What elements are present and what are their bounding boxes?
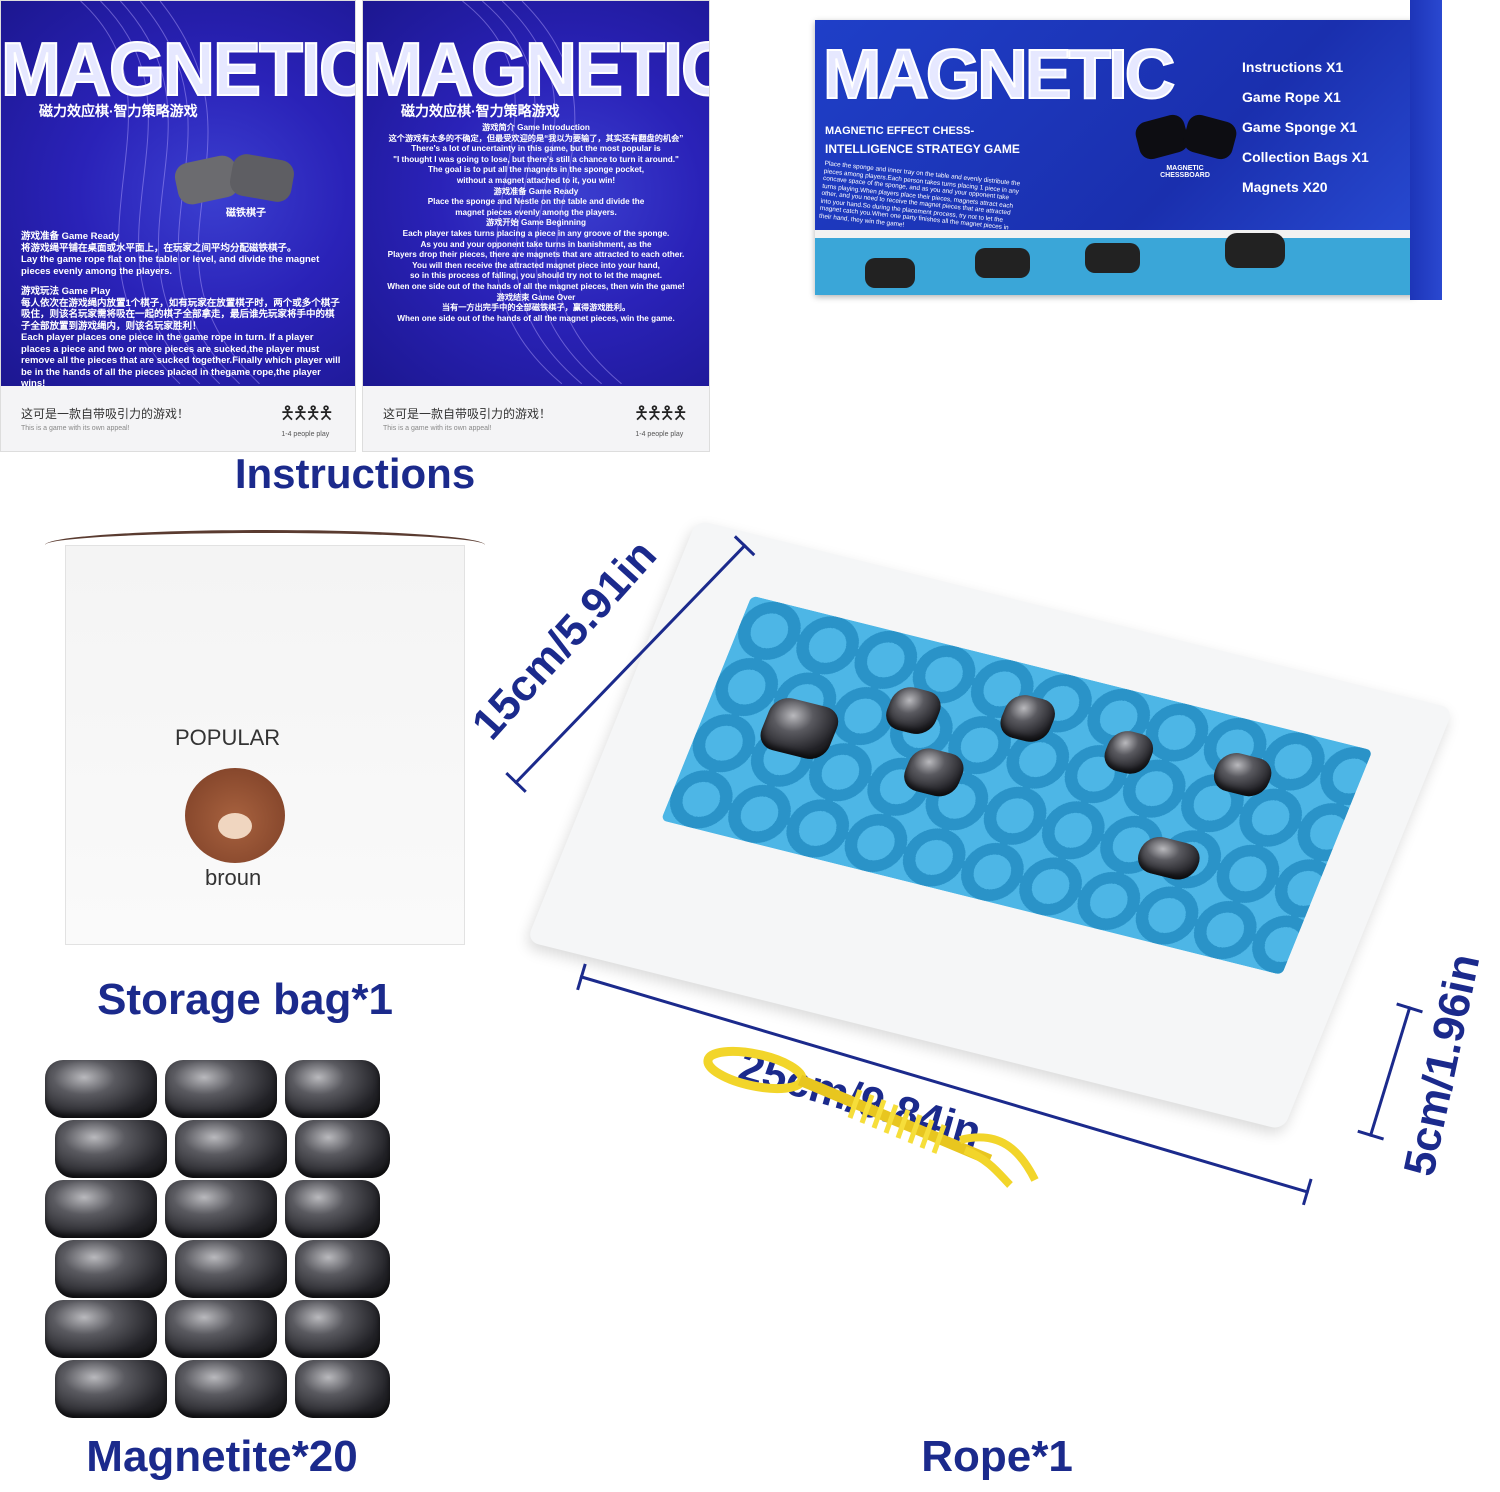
magnetite-piece: [55, 1120, 167, 1178]
magnetic-logo: MAGNETIC: [1, 27, 355, 113]
magnetite-piece: [55, 1240, 167, 1298]
box-sponge-window: [815, 230, 1415, 295]
wave-lines-decoration: [462, 1, 622, 384]
magnet-image: [1180, 112, 1240, 162]
magnetite-piece: [175, 1120, 287, 1178]
magnetite-piece: [165, 1060, 277, 1118]
section-text-en: Each player places one piece in the game…: [21, 332, 341, 386]
magnetite-piece: [295, 1240, 390, 1298]
product-box: MAGNETIC MAGNETIC EFFECT CHESS- INTELLIG…: [815, 20, 1415, 295]
people-icon: 🯅🯅🯅🯅: [633, 403, 688, 423]
magnetic-logo: MAGNETIC: [363, 27, 709, 113]
drawstring: [45, 530, 485, 560]
box-subtitle-2: INTELLIGENCE STRATEGY GAME: [825, 142, 1020, 156]
magnetite-piece: [295, 1120, 390, 1178]
footer-en: This is a game with its own appeal!: [21, 425, 130, 432]
contents-item: Collection Bags X1: [1242, 149, 1369, 165]
magnetite-piece: [285, 1060, 380, 1118]
bag-body: [65, 545, 465, 945]
box-side-panel: [1410, 0, 1442, 300]
storage-bag-image: POPULAR broun: [45, 530, 485, 950]
subtitle-cn: 磁力效应棋·智力策略游戏: [39, 103, 198, 119]
game-rope-image: [703, 1046, 1039, 1188]
players-badge: 🯅🯅🯅🯅 1-4 people play: [279, 401, 334, 438]
instruction-sheet-front: MAGNETIC 磁力效应棋·智力策略游戏 磁铁棋子 游戏准备 Game Rea…: [0, 0, 356, 452]
magnetite-piece: [285, 1180, 380, 1238]
magnetite-label: Magnetite*20: [86, 1432, 358, 1481]
box-contents-list: Instructions X1 Game Rope X1 Game Sponge…: [1242, 52, 1369, 202]
chessboard-caption: MAGNETIC CHESSBOARD: [1160, 165, 1210, 179]
bag-brand-text: POPULAR: [175, 725, 281, 750]
section-heading: 游戏玩法 Game Play: [21, 286, 111, 297]
section-text-en: Lay the game rope flat on the table or l…: [21, 254, 320, 277]
game-play-section: 游戏玩法 Game Play 每人依次在游戏绳内放置1个棋子，如有玩家在放置棋子…: [21, 286, 341, 386]
magnetite-piece: [45, 1180, 157, 1238]
footer-cn: 这可是一款自带吸引力的游戏！: [383, 407, 552, 421]
magnetite-piece: [285, 1300, 380, 1358]
height-dimension-text: 5cm/1.96in: [1394, 949, 1490, 1181]
magnetite-piece: [165, 1300, 277, 1358]
subtitle-cn: 磁力效应棋·智力策略游戏: [401, 103, 560, 119]
piece-caption: 磁铁棋子: [226, 208, 266, 219]
footer-cn: 这可是一款自带吸引力的游戏！: [21, 407, 190, 421]
game-ready-section: 游戏准备 Game Ready 将游戏绳平铺在桌面或水平面上，在玩家之间平均分配…: [21, 231, 341, 277]
people-icon: 🯅🯅🯅🯅: [279, 403, 334, 423]
section-text-cn: 每人依次在游戏绳内放置1个棋子，如有玩家在放置棋子时，两个或多个棋子吸住，则该名…: [21, 297, 340, 332]
magnet-pieces-image: [172, 149, 297, 209]
magnetite-piece: [175, 1240, 287, 1298]
footer-en: This is a game with its own appeal!: [383, 425, 492, 432]
magnetite-piece: [45, 1300, 157, 1358]
bear-face-icon: [185, 768, 285, 863]
players-text: 1-4 people play: [281, 431, 330, 438]
magnetite-piece: [295, 1360, 390, 1418]
storage-bag-label: Storage bag*1: [97, 975, 393, 1024]
box-subtitle-1: MAGNETIC EFFECT CHESS-: [825, 125, 975, 137]
players-badge: 🯅🯅🯅🯅 1-4 people play: [633, 401, 688, 438]
section-text-cn: 将游戏绳平铺在桌面或水平面上，在玩家之间平均分配磁铁棋子。: [21, 242, 297, 254]
box-logo: MAGNETIC: [822, 34, 1176, 114]
contents-item: Game Rope X1: [1242, 89, 1341, 105]
contents-item: Game Sponge X1: [1242, 119, 1358, 135]
box-description: Place the sponge and inner tray on the t…: [818, 160, 1021, 232]
magnetite-piece: [55, 1360, 167, 1418]
sponge-tray-image: [526, 519, 1454, 1131]
instruction-sheet-back: MAGNETIC 磁力效应棋·智力策略游戏 游戏简介 Game Introduc…: [362, 0, 710, 452]
magnet-image: [1132, 112, 1192, 162]
instructions-label: Instructions: [234, 450, 476, 497]
magnetite-piece: [175, 1360, 287, 1418]
contents-item: Magnets X20: [1242, 179, 1328, 195]
magnetite-piece: [165, 1180, 277, 1238]
section-heading: 游戏准备 Game Ready: [21, 231, 120, 242]
magnetite-piece: [45, 1060, 157, 1118]
rope-label: Rope*1: [921, 1432, 1073, 1481]
magnetite-stack-image: [45, 1060, 400, 1430]
game-rules-text: 游戏简介 Game Introduction 这个游戏有太多的不确定，但最受欢迎…: [387, 123, 685, 323]
bag-character-text: broun: [205, 865, 262, 890]
players-text: 1-4 people play: [635, 431, 684, 438]
contents-item: Instructions X1: [1242, 59, 1344, 75]
